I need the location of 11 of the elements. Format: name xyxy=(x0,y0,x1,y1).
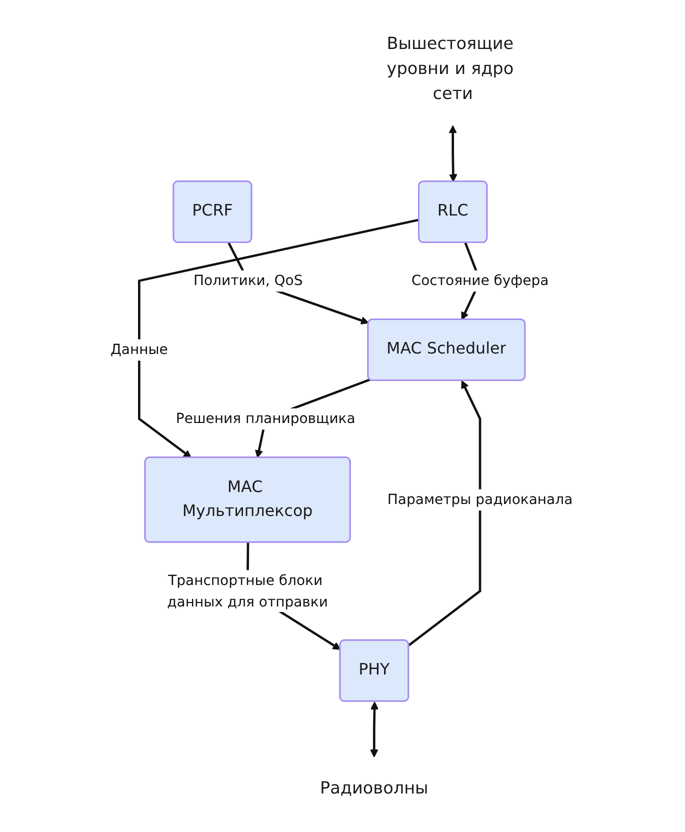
arrow xyxy=(370,702,379,758)
node-text: Радиоволны xyxy=(320,778,429,798)
edge-label: Параметры радиоканала xyxy=(388,491,573,508)
node-text: Вышестоящие уровни и ядро сети xyxy=(386,34,514,104)
edge-label: Политики, QoS xyxy=(194,272,303,289)
arrow xyxy=(408,380,482,646)
edge-label: Решения планировщика xyxy=(176,410,356,427)
edge-label: Транспортные блоки данных для отправки xyxy=(167,572,328,610)
edge-label: Данные xyxy=(110,341,168,358)
edge-label: Состояние буфера xyxy=(412,272,549,289)
arrow xyxy=(448,125,458,182)
